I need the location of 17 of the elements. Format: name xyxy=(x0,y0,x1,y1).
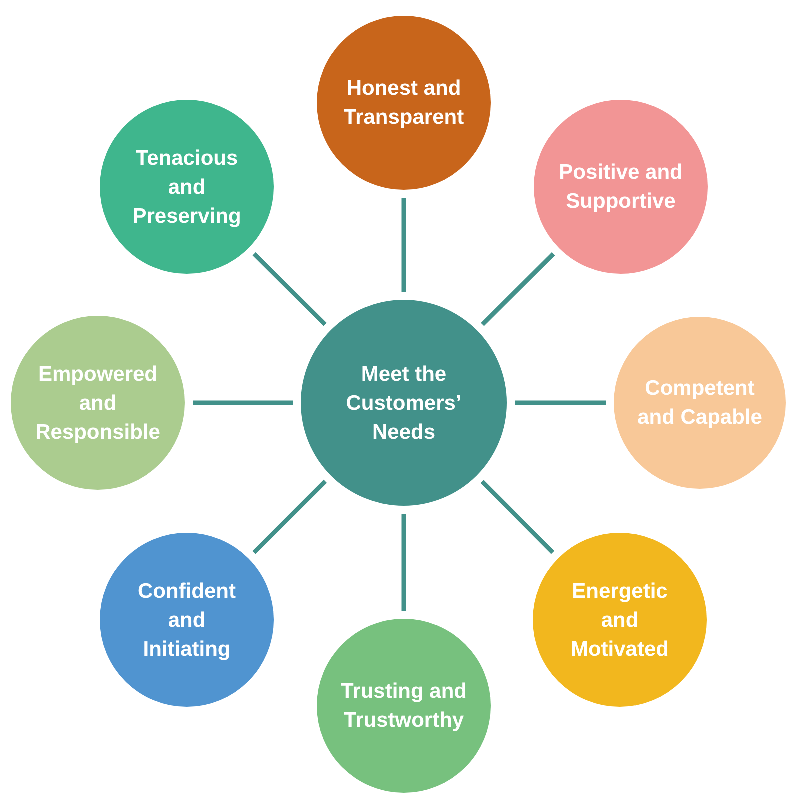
connector-line xyxy=(481,252,556,326)
circle-label: Empowered and Responsible xyxy=(34,362,162,446)
circle-label: Positive and Supportive xyxy=(558,160,684,215)
circle-label: Energetic and Motivated xyxy=(570,578,670,662)
circle-label: Honest and Transparent xyxy=(342,76,466,131)
circle-label: Confident and Initiating xyxy=(137,578,237,662)
connector-line xyxy=(402,198,406,292)
connector-line xyxy=(402,514,406,611)
connector-line xyxy=(515,400,606,406)
circle-label: Competent and Capable xyxy=(636,376,764,431)
circle-label: Meet the Customers’ Needs xyxy=(345,362,463,446)
connector-line xyxy=(252,252,327,326)
connector-line xyxy=(193,400,293,406)
connector-line xyxy=(252,480,328,554)
circle-label: Trusting and Trustworthy xyxy=(340,679,468,734)
connector-line xyxy=(480,480,555,554)
circle-label: Tenacious and Preserving xyxy=(132,146,242,230)
